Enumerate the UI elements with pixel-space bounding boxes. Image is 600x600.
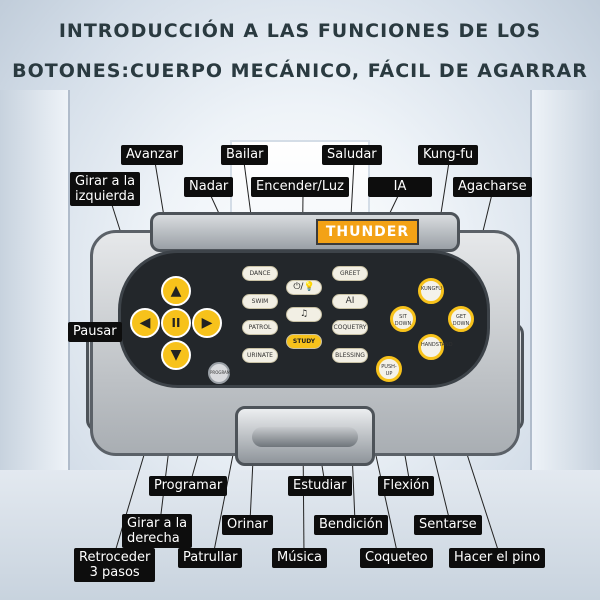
label-orinar: Orinar [222,515,273,535]
forward-button[interactable]: ▲ [161,276,191,306]
ai-button[interactable]: AI [332,294,368,309]
music-button[interactable]: ♫ [286,307,322,322]
label-retroceder-line1: Retroceder [79,550,151,565]
label-kungfu: Kung-fu [418,145,479,165]
label-avanzar: Avanzar [121,145,184,165]
greet-button[interactable]: GREET [332,266,368,281]
label-retroceder: Retroceder 3 pasos [74,548,156,582]
sit-down-button[interactable]: SIT DOWN [390,306,416,332]
label-girar-izquierda-line2: izquierda [75,189,135,204]
label-hacer-pino: Hacer el pino [449,548,546,568]
blessing-button[interactable]: BLESSING [332,348,368,363]
label-retroceder-line2: 3 pasos [89,565,140,580]
label-girar-izquierda: Girar a la izquierda [70,172,141,206]
handstand-button[interactable]: HANDSTAND [418,334,453,360]
label-girar-derecha-line2: derecha [127,531,180,546]
label-bendicion: Bendición [314,515,388,535]
title-line-1: INTRODUCCIÓN A LAS FUNCIONES DE LOS [58,20,542,42]
get-down-button[interactable]: GET DOWN [448,306,474,332]
label-coqueteo: Coqueteo [360,548,433,568]
grip-rail [252,427,358,447]
label-girar-izquierda-line1: Girar a la [75,174,136,189]
robot-remote-controller: THUNDER ▲ ▼ ◀ ▶ II DANCE SWIM PATROL URI… [86,212,524,474]
swim-button[interactable]: SWIM [242,294,278,309]
label-programar: Programar [149,476,228,496]
label-sentarse: Sentarse [414,515,482,535]
power-light-button[interactable]: ⏻/💡 [286,280,322,295]
pause-button[interactable]: II [161,308,191,338]
label-pausar: Pausar [68,322,122,342]
label-saludar: Saludar [322,145,382,165]
label-nadar: Nadar [184,177,234,197]
kungfu-button[interactable]: KUNGFU [418,278,444,304]
label-agacharse: Agacharse [453,177,532,197]
label-encender-luz: Encender/Luz [251,177,349,197]
study-button[interactable]: STUDY [286,334,322,349]
right-wall [530,90,600,540]
label-flexion: Flexión [378,476,435,496]
label-estudiar: Estudiar [288,476,352,496]
urinate-button[interactable]: URINATE [242,348,278,363]
turn-right-button[interactable]: ▶ [192,308,222,338]
turn-left-button[interactable]: ◀ [130,308,160,338]
label-bailar: Bailar [221,145,269,165]
label-ia: IA [368,177,432,197]
center-grip [235,406,375,466]
backward-button[interactable]: ▼ [161,340,191,370]
left-wall [0,90,70,540]
push-up-button[interactable]: PUSH-UP [376,356,402,382]
top-plate: THUNDER [150,212,460,252]
label-girar-derecha: Girar a la derecha [122,514,193,548]
coquetry-button[interactable]: COQUETRY [332,320,368,335]
patrol-button[interactable]: PATROL [242,320,278,335]
brand-logo: THUNDER [316,219,419,245]
title-line-2: BOTONES:CUERPO MECÁNICO, FÁCIL DE AGARRA… [12,60,588,82]
program-button[interactable]: PROGRAM [208,362,230,384]
label-girar-derecha-line1: Girar a la [127,516,188,531]
dance-button[interactable]: DANCE [242,266,278,281]
label-patrullar: Patrullar [178,548,243,568]
label-musica: Música [272,548,327,568]
